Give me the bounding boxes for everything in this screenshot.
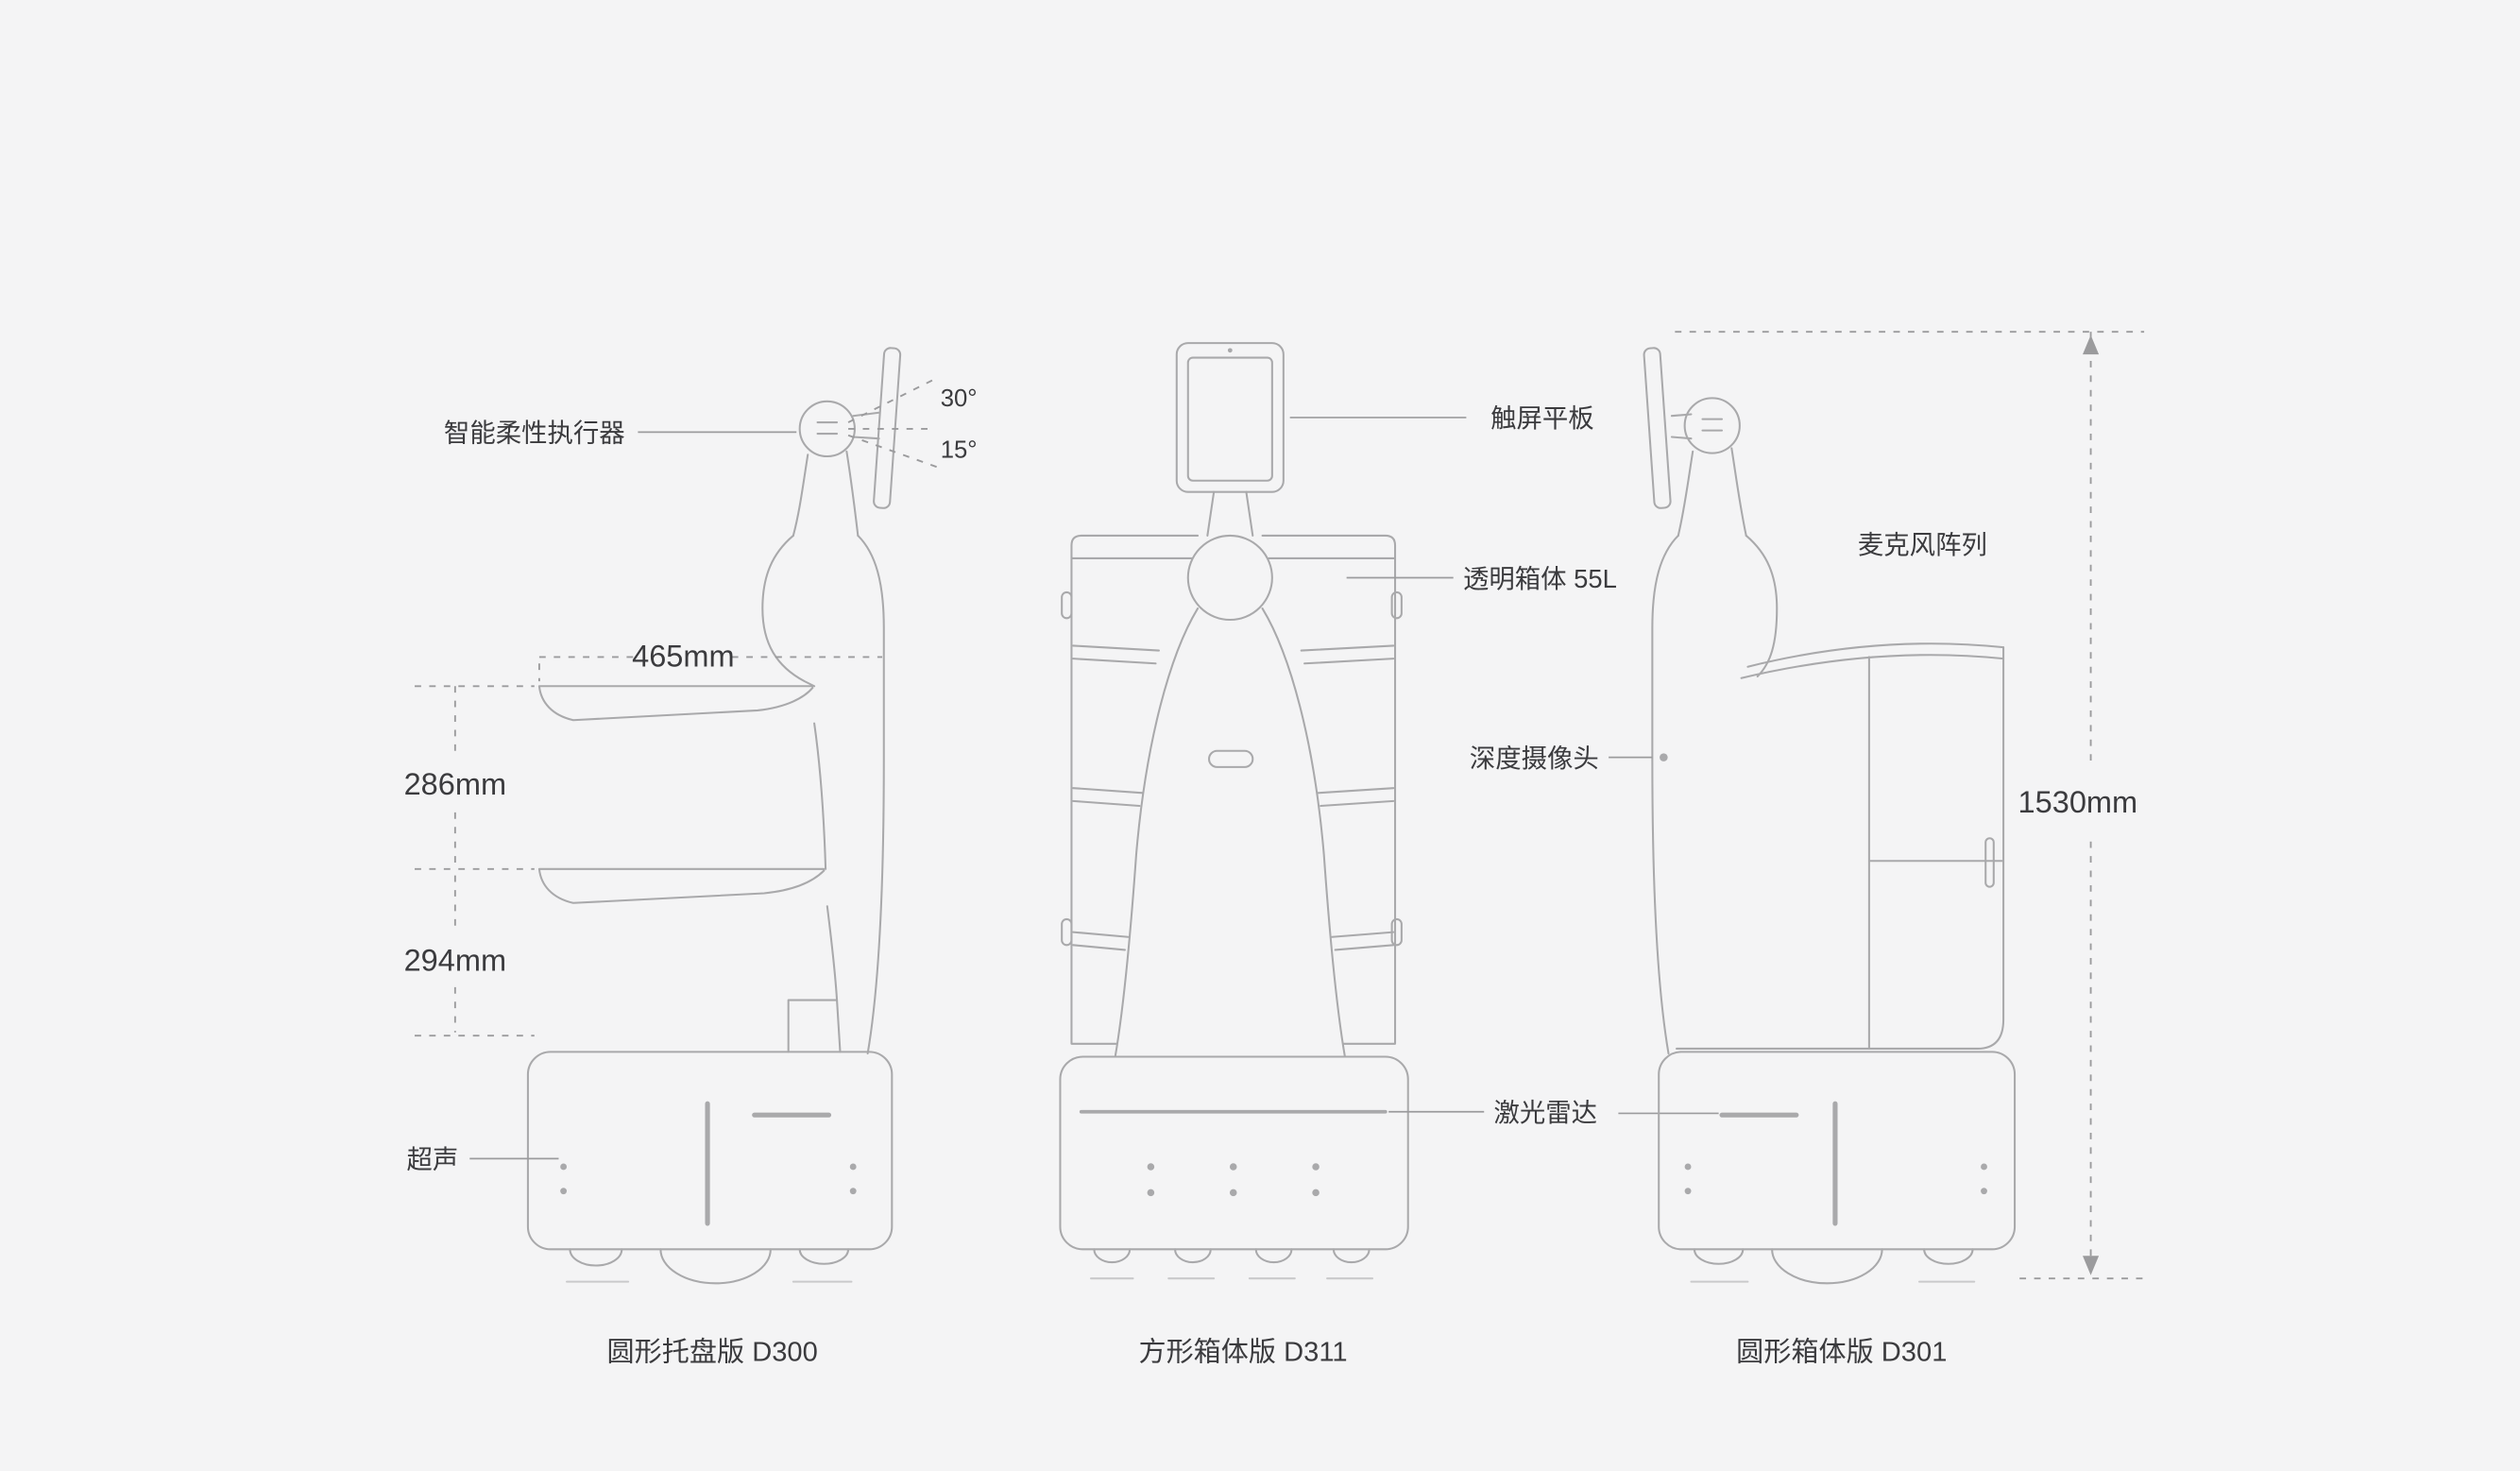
- d311-neck: [1206, 490, 1254, 537]
- sensor-dot: [1147, 1189, 1155, 1197]
- d301-annotations: 麦克风阵列 深度摄像头 1530mm: [1470, 331, 2145, 1280]
- tilt-angle-up-label: 30°: [941, 385, 978, 412]
- lidar-label: 激光雷达: [1494, 1098, 1598, 1127]
- camera-dot: [1227, 348, 1233, 353]
- gap-upper-label: 286mm: [404, 767, 506, 801]
- d311-trunk-handle: [1208, 749, 1254, 768]
- touchscreen-label: 触屏平板: [1490, 403, 1594, 433]
- robot-d311: 触屏平板 透明箱体 55L 激光雷达 方形箱体版 D311: [1059, 342, 1719, 1368]
- d301-actuator-marks: [1701, 418, 1724, 432]
- d300-neck: [792, 450, 860, 537]
- mic-array-label: 麦克风阵列: [1858, 530, 1987, 559]
- d301-ultrasonic-dots: [1684, 1163, 1987, 1195]
- gap-lower-label: 294mm: [404, 944, 506, 978]
- d311-cabinet-walls: [1070, 556, 1397, 1045]
- dim-arrow-down: [2082, 1256, 2100, 1275]
- sensor-dot: [1981, 1163, 1987, 1171]
- ultrasonic-label: 超声: [406, 1145, 458, 1174]
- d300-wheels: [569, 1248, 850, 1285]
- d301-base-slots: [1719, 1101, 1838, 1226]
- sensor-dot: [560, 1163, 568, 1171]
- sensor-dot: [1312, 1189, 1320, 1197]
- d300-tray-lower: [537, 867, 826, 904]
- d300-drawing: [526, 347, 902, 1285]
- dim-arrow-up: [2082, 334, 2100, 355]
- actuator-label: 智能柔性执行器: [444, 419, 625, 448]
- d301-actuator-joint: [1683, 397, 1741, 454]
- d311-base: [1059, 1055, 1409, 1251]
- overall-height-label: 1530mm: [2018, 785, 2138, 819]
- d300-spine-mid: [813, 722, 839, 1001]
- sensor-dot: [1229, 1189, 1237, 1197]
- d300-spine-outer: [857, 534, 885, 1055]
- cabinet-label: 透明箱体 55L: [1463, 564, 1617, 593]
- d311-trunk: [1114, 607, 1346, 1058]
- d311-caption: 方形箱体版 D311: [1138, 1337, 1347, 1368]
- hinge-tab: [1390, 590, 1403, 620]
- d311-drawing: [1059, 342, 1409, 1280]
- d300-spine-inner: [761, 534, 816, 688]
- d301-base: [1658, 1051, 2017, 1251]
- d311-cabinet-rim: [1070, 534, 1397, 559]
- sensor-dot: [1147, 1163, 1155, 1171]
- robot-d301: 麦克风阵列 深度摄像头 1530mm 圆形箱体版 D301: [1470, 331, 2145, 1368]
- d300-caption: 圆形托盘版 D300: [607, 1337, 818, 1368]
- d301-cabinet-top: [1740, 642, 2005, 679]
- d301-drawing: [1643, 347, 2017, 1285]
- sensor-dot: [849, 1188, 857, 1195]
- sensor-dot: [1229, 1163, 1237, 1171]
- tray-width-dim-line: [537, 656, 883, 682]
- tray-width-label: 465mm: [632, 640, 734, 674]
- hinge-tab: [1061, 590, 1073, 620]
- robot-d300: 智能柔性执行器 30° 15° 465mm 286mm 294mm 超声 圆形托…: [404, 347, 978, 1368]
- d311-wheels: [1093, 1248, 1371, 1264]
- depth-camera-dot: [1660, 753, 1668, 761]
- d311-sensor-dots: [1147, 1163, 1320, 1197]
- d301-screen-mount: [1670, 413, 1693, 440]
- d300-base: [526, 1051, 894, 1251]
- d301-neck: [1677, 447, 1747, 537]
- d301-cabinet-body: [1676, 646, 2005, 1050]
- d300-screen-mount: [852, 411, 880, 440]
- d301-cabinet-door-lines: [1867, 656, 2005, 1050]
- sensor-dot: [1981, 1188, 1987, 1195]
- d311-neck-collar: [1186, 534, 1273, 622]
- d311-tablet: [1175, 342, 1285, 493]
- d301-door-handle: [1984, 837, 1995, 888]
- depth-camera-label: 深度摄像头: [1470, 744, 1599, 773]
- d301-screen-panel: [1643, 347, 1672, 509]
- d301-wheels: [1693, 1248, 1974, 1285]
- sensor-dot: [849, 1163, 857, 1171]
- d300-actuator-joint: [798, 400, 856, 458]
- height-dim-lines: [1675, 331, 2145, 1280]
- sensor-dot: [560, 1188, 568, 1195]
- d300-actuator-marks: [816, 421, 839, 436]
- d300-annotations: 智能柔性执行器 30° 15° 465mm 286mm 294mm 超声: [404, 376, 978, 1174]
- d311-tablet-screen: [1186, 356, 1273, 482]
- d301-spine-outer: [1651, 534, 1679, 1055]
- sensor-dot: [1312, 1163, 1320, 1171]
- tray-level-extension-lines: [415, 685, 535, 1037]
- sensor-dot: [1684, 1163, 1692, 1171]
- d301-spine-inner: [1745, 534, 1779, 678]
- d311-annotations: 触屏平板 透明箱体 55L 激光雷达: [1289, 403, 1719, 1127]
- hinge-tab: [1061, 917, 1073, 947]
- d300-tray-upper: [537, 685, 814, 722]
- sensor-dot: [1684, 1188, 1692, 1195]
- d301-caption: 圆形箱体版 D301: [1736, 1337, 1947, 1368]
- screen-tilt-rays: [847, 376, 940, 469]
- d300-rear-step: [787, 999, 842, 1053]
- d311-shelves: [1072, 644, 1395, 951]
- tilt-angle-down-label: 15°: [941, 437, 978, 464]
- d300-ultrasonic-dots: [560, 1163, 857, 1195]
- lidar-leader-lines: [1388, 1110, 1719, 1115]
- d300-base-slots: [705, 1101, 832, 1226]
